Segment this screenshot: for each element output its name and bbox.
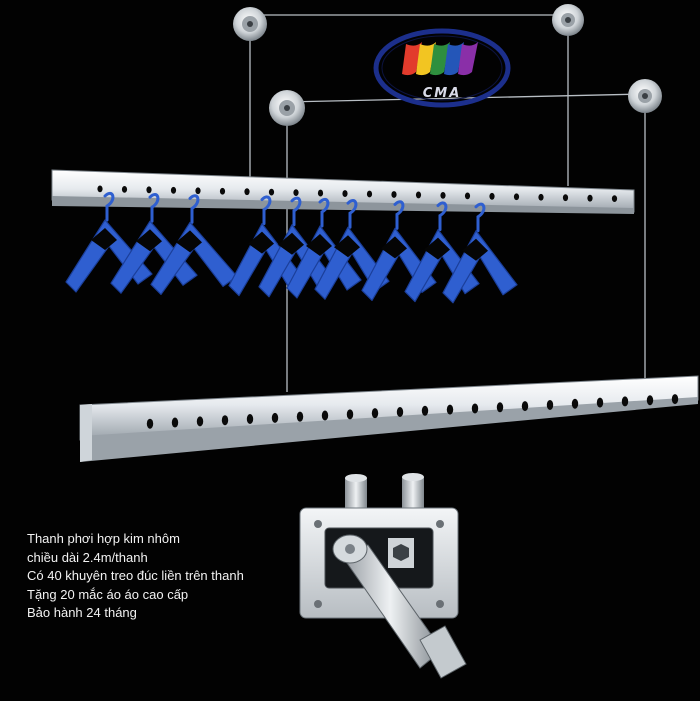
rail-hook-hole — [546, 399, 554, 410]
cma-logo-mark — [373, 28, 511, 108]
rail-hook-hole — [121, 185, 128, 193]
rail-hook-hole — [317, 189, 324, 197]
lower-drying-rail — [79, 375, 699, 462]
rail-hook-hole — [271, 412, 279, 423]
rail-hook-hole — [146, 186, 152, 194]
rail-hook-hole — [538, 193, 544, 201]
feature-hooks: Có 40 khuyên treo đúc liền trên thanh — [27, 568, 244, 583]
clothes-hanger — [228, 195, 304, 297]
rail-hook-hole — [244, 188, 250, 196]
rail-hook-hole — [440, 191, 446, 199]
upper-drying-rail — [51, 169, 635, 214]
feature-length: chiều dài 2.4m/thanh — [27, 549, 148, 565]
logo-wordmark: CMA — [422, 86, 462, 101]
rail-hook-hole — [371, 408, 379, 419]
feature-warranty: Bảo hành 24 tháng — [27, 605, 137, 620]
rail-hook-hole — [293, 189, 299, 197]
rail-hook-hole — [396, 406, 404, 417]
rail-hook-hole — [146, 418, 154, 429]
crank-winder — [299, 473, 467, 679]
rail-hook-hole — [170, 186, 177, 194]
rail-hook-hole — [621, 396, 629, 407]
rail-hook-hole — [671, 394, 679, 405]
rail-hook-hole — [646, 395, 654, 406]
rail-hook-hole — [415, 191, 422, 199]
rail-hook-hole — [366, 190, 373, 198]
feature-gift-hangers: Tặng 20 mắc áo áo cao cấp — [27, 586, 189, 602]
feature-material: Thanh phơi hợp kim nhôm — [27, 531, 180, 546]
rail-hook-hole — [296, 411, 304, 422]
rail-hook-hole — [471, 403, 479, 414]
clothes-hanger — [286, 197, 362, 299]
logo-flag-stripe — [458, 42, 478, 76]
clothes-hanger — [442, 202, 518, 304]
rail-hook-hole — [321, 410, 329, 421]
rail-hook-hole — [196, 416, 204, 427]
rail-hook-hole — [97, 185, 103, 193]
rail-hook-hole — [611, 195, 618, 203]
rail-hook-hole — [221, 415, 229, 426]
product-feature-list: Thanh phơi hợp kim nhôm chiều dài 2.4m/t… — [27, 530, 307, 623]
rail-hook-hole — [342, 190, 348, 197]
rail-hook-hole — [246, 414, 254, 425]
rail-hook-hole — [195, 187, 201, 195]
rail-hook-hole — [421, 405, 429, 416]
clothes-hanger — [150, 194, 238, 295]
rail-hook-hole — [521, 401, 529, 412]
rail-hook-hole — [513, 193, 520, 201]
ceiling-pulley — [269, 90, 305, 126]
ceiling-pulley — [552, 4, 584, 36]
rail-hook-hole — [562, 194, 569, 202]
rail-hook-hole — [464, 192, 471, 200]
rail-hook-hole — [219, 187, 226, 195]
rail-hook-hole — [171, 417, 179, 428]
rail-hook-hole — [496, 402, 504, 413]
rail-hook-hole — [391, 191, 397, 198]
rail-hook-hole — [571, 398, 579, 409]
rail-hook-hole — [346, 409, 354, 420]
rail-hook-hole — [596, 397, 604, 408]
ceiling-pulley — [233, 7, 267, 41]
rail-hook-hole — [489, 192, 495, 200]
cma-logo: CMA — [372, 28, 512, 108]
ceiling-pulley — [628, 79, 662, 113]
rail-hook-hole — [268, 188, 275, 196]
rail-hook-hole — [446, 404, 454, 415]
rail-hook-hole — [587, 194, 593, 202]
blue-hangers — [65, 191, 518, 304]
